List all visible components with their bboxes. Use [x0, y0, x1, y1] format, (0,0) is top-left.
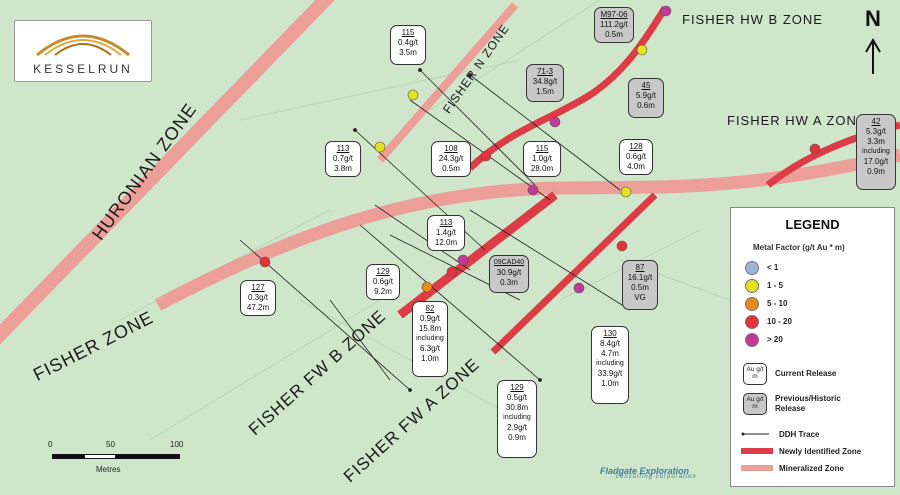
legend-dot-icon [745, 261, 759, 275]
drill-box: 128 0.6g/t 4.0m [619, 139, 653, 175]
scale-tick-label: 100 [170, 440, 184, 449]
drill-box: 113 0.7g/t 3.8m [325, 141, 361, 177]
zone-label-fisher-hw-b: FISHER HW B ZONE [682, 12, 823, 27]
scale-segment [84, 454, 116, 459]
scale-bar: 0 50 100 Metres [48, 440, 188, 474]
legend-current-box: Au g/t m [743, 363, 767, 385]
scale-unit: Metres [96, 465, 121, 474]
logo-emblem-icon [36, 34, 130, 57]
drill-box: 115 0.4g/t 3.5m [390, 25, 426, 65]
north-arrow: N [862, 6, 884, 76]
zone-label-fisher-hw-a: FISHER HW A ZONE [727, 113, 867, 128]
north-arrow-icon [865, 38, 881, 74]
scale-tick-label: 0 [48, 440, 53, 449]
footer-sub: consulting corporation [616, 474, 697, 480]
new-zone-swatch [741, 448, 773, 454]
scale-segment [116, 454, 180, 459]
drill-box: 130 8.4g/t 4.7m including 33.9g/t 1.0m [591, 326, 629, 404]
huronian-zone-shape [0, 0, 335, 345]
legend-dot-icon [745, 279, 759, 293]
drill-box: 71-3 34.8g/t 1.5m [526, 64, 564, 102]
legend-dot-icon [745, 315, 759, 329]
legend-previous-box: Au g/t m [743, 393, 767, 415]
fisher-n-zone-shape [376, 2, 519, 163]
drill-box: 127 0.3g/t 47.2m [240, 280, 276, 316]
legend-subtitle: Metal Factor (g/t Au * m) [753, 243, 845, 252]
kesselrun-logo: KESSELRUN [14, 20, 152, 82]
footer-company: Fladgate Exploration [600, 466, 690, 476]
fisher-fw-b-zone-shape [397, 191, 558, 319]
intercept-dots [259, 5, 821, 294]
drill-box: 09CAD40 30.9g/t 0.3m [489, 255, 529, 293]
legend-dot-icon [745, 333, 759, 347]
drill-box: 42 5.3g/t 3.3m including 17.0g/t 0.9m [856, 114, 896, 190]
scale-segment [52, 454, 84, 459]
drill-box: M97-06 111.2g/t 0.5m [594, 7, 634, 43]
logo-name: KESSELRUN [33, 62, 133, 76]
ddh-trace-icon [741, 432, 769, 436]
scale-tick-label: 50 [106, 440, 115, 449]
mineralized-swatch [741, 465, 773, 471]
fisher-hw-b-zone-shape [467, 6, 668, 171]
fisher-zone-shape [154, 148, 900, 311]
drill-box: 82 0.9g/t 15.8m including 6.3g/t 1.0m [412, 301, 448, 377]
drill-box: 115 1.0g/t 28.0m [523, 141, 561, 177]
drill-box: 45 5.9g/t 0.6m [628, 78, 664, 118]
drill-box: 108 24.3g/t 0.5m [431, 141, 471, 177]
north-label: N [865, 6, 881, 31]
legend-dot-icon [745, 297, 759, 311]
drill-box: 87 16.1g/t 0.5m VG [622, 260, 658, 310]
footer-credit: Fladgate Exploration consulting corporat… [600, 466, 720, 480]
fisher-fw-a-zone-shape [490, 192, 658, 355]
mineralized-zones [0, 0, 900, 345]
legend-title: LEGEND [785, 217, 840, 232]
drill-box: 113 1.4g/t 12.0m [427, 215, 465, 251]
drill-box: 129 0.5g/t 30.8m including 2.9g/t 0.9m [497, 380, 537, 458]
legend: LEGEND Metal Factor (g/t Au * m) < 1 1 -… [730, 207, 895, 487]
drill-box: 129 0.6g/t 9.2m [366, 264, 400, 300]
